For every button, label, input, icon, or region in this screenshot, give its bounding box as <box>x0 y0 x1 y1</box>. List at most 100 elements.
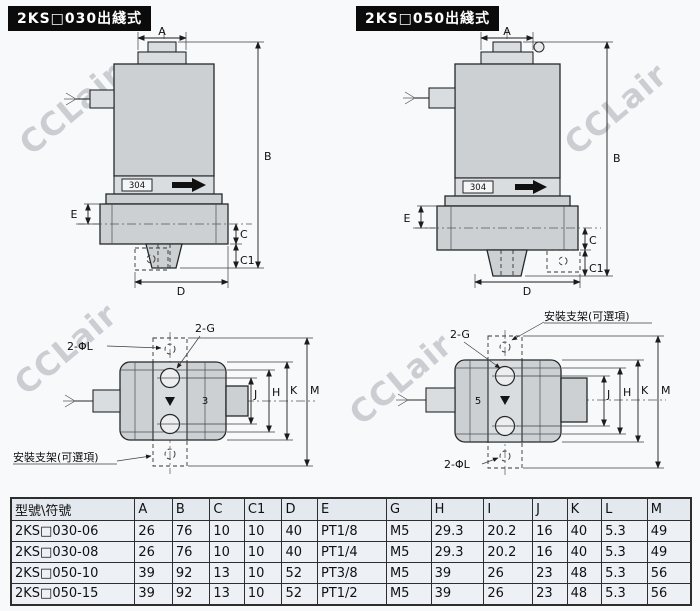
bracket-note: 安裝支架(可選項) <box>544 309 630 323</box>
dim-C: C <box>240 228 248 241</box>
table-cell: 13 <box>209 583 245 605</box>
table-cell: 92 <box>171 562 211 584</box>
table-cell: 92 <box>171 583 211 605</box>
table-cell: 76 <box>171 520 211 542</box>
flow-direction-arrow-icon <box>172 178 206 192</box>
bracket-outline-dashed <box>546 249 581 273</box>
table-cell: 26 <box>134 520 173 542</box>
dim-A: A <box>503 26 511 38</box>
section-header-050: 2KS□050出綫式 <box>356 6 500 31</box>
table-cell: 39 <box>134 562 173 584</box>
table-cell: M5 <box>385 520 432 542</box>
bracket-tab-dashed <box>487 335 523 361</box>
dim-M: M <box>661 384 671 397</box>
port-boss <box>225 385 249 417</box>
table-cell: 23 <box>532 583 568 605</box>
table-cell: 16 <box>532 520 568 542</box>
dim-A: A <box>158 26 166 38</box>
port-boss <box>560 377 588 423</box>
table-cell: 39 <box>430 562 485 584</box>
dim-D: D <box>523 285 531 298</box>
table-cell: PT3/8 <box>316 562 387 584</box>
dim-H: H <box>623 386 631 399</box>
table-cell: 40 <box>281 541 318 563</box>
table-cell: 2KS□050-15 <box>10 583 136 605</box>
cable-gland <box>92 389 121 413</box>
table-cell: 56 <box>646 583 692 605</box>
table-cell: 26 <box>483 562 534 584</box>
table-cell: 13 <box>209 562 245 584</box>
column-header: M <box>646 497 692 521</box>
column-header: C1 <box>243 497 283 521</box>
bracket-hole-dashed <box>499 341 511 353</box>
dim-D: D <box>177 285 185 298</box>
table-cell: 10 <box>209 520 245 542</box>
connector-cap-top <box>147 41 177 53</box>
column-header: I <box>483 497 534 521</box>
table-cell: 56 <box>646 562 692 584</box>
table-cell: M5 <box>385 583 432 605</box>
table-cell: 29.3 <box>430 541 485 563</box>
valve-symbol <box>500 396 510 405</box>
table-cell: 40 <box>281 520 318 542</box>
dim-C1: C1 <box>240 254 255 267</box>
seal-ring <box>533 41 545 53</box>
valve-symbol <box>165 397 175 406</box>
dim-E: E <box>404 212 411 225</box>
table-cell: PT1/2 <box>316 583 387 605</box>
dim-K: K <box>290 384 298 397</box>
cable-gland <box>425 387 456 413</box>
dim-C: C <box>589 234 597 247</box>
connector-cap <box>137 51 187 65</box>
table-cell: 2KS□050-10 <box>10 562 136 584</box>
steel-grade-label: 304 <box>470 183 486 193</box>
table-cell: 5.3 <box>601 541 648 563</box>
table-cell: 39 <box>134 583 173 605</box>
table-cell: 16 <box>532 541 568 563</box>
dim-B: B <box>264 150 272 163</box>
table-cell: 49 <box>646 520 692 542</box>
annotation-number: 5 <box>475 396 481 407</box>
table-cell: 48 <box>566 583 603 605</box>
table-cell: 52 <box>281 562 318 584</box>
annotation-number: 3 <box>202 396 208 407</box>
table-cell: 20.2 <box>483 520 534 542</box>
column-header: L <box>601 497 648 521</box>
dim-M: M <box>310 384 320 397</box>
bracket-hole-dashed <box>499 450 511 462</box>
dim-B: B <box>613 152 621 165</box>
bracket-tab-dashed <box>152 337 188 363</box>
solenoid-coil <box>454 63 561 179</box>
table-cell: 76 <box>171 541 211 563</box>
table-cell: 20.2 <box>483 541 534 563</box>
steel-grade-label: 304 <box>129 181 145 191</box>
table-cell: 10 <box>209 541 245 563</box>
table-cell: 39 <box>430 583 485 605</box>
column-header: G <box>385 497 432 521</box>
table-cell: 26 <box>134 541 173 563</box>
front-view-050: 304 A B C C1 E D <box>403 26 621 298</box>
table-cell: 29.3 <box>430 520 485 542</box>
table-cell: 5.3 <box>601 562 648 584</box>
table-cell: 48 <box>566 562 603 584</box>
table-cell: 10 <box>243 541 283 563</box>
dim-J: J <box>253 388 257 401</box>
column-header: B <box>171 497 211 521</box>
table-cell: M5 <box>385 541 432 563</box>
table-cell: 2KS□030-06 <box>10 520 136 542</box>
solenoid-coil <box>113 63 215 177</box>
dim-E: E <box>71 208 78 221</box>
cable-gland <box>89 89 115 109</box>
top-view-050: 5 安裝支架(可選項) 2-G 2-ΦL J H K M <box>396 309 671 476</box>
bracket-hole-dashed <box>164 448 176 460</box>
table-cell: M5 <box>385 562 432 584</box>
column-header: 型號\符號 <box>10 497 136 521</box>
table-cell: 5.3 <box>601 583 648 605</box>
connector-cap-top <box>492 41 522 53</box>
